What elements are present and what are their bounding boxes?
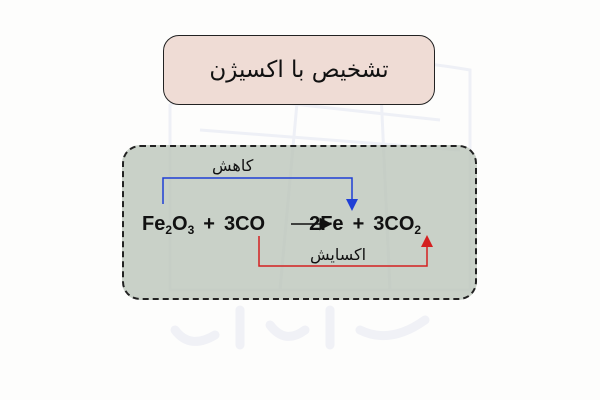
product-carbon-dioxide: 3CO2	[373, 213, 422, 237]
plus-sign: +	[203, 213, 215, 235]
reactant-iron-oxide: Fe2O3	[142, 213, 195, 237]
reaction-box	[122, 145, 477, 300]
product-iron: 2Fe	[309, 213, 344, 235]
reduction-bracket	[162, 177, 358, 211]
reactant-carbon-monoxide: 3CO	[223, 213, 266, 235]
chemical-equation: Fe2O3 +3CO 2Fe +3CO2	[142, 210, 421, 244]
title-box: تشخیص با اکسیژن	[163, 35, 435, 105]
oxidation-bracket	[258, 235, 433, 267]
oxidation-label: اکسایش	[310, 245, 367, 264]
reduction-label: کاهش	[212, 156, 254, 175]
plus-sign: +	[352, 213, 365, 235]
title-text: تشخیص با اکسیژن	[209, 57, 389, 83]
